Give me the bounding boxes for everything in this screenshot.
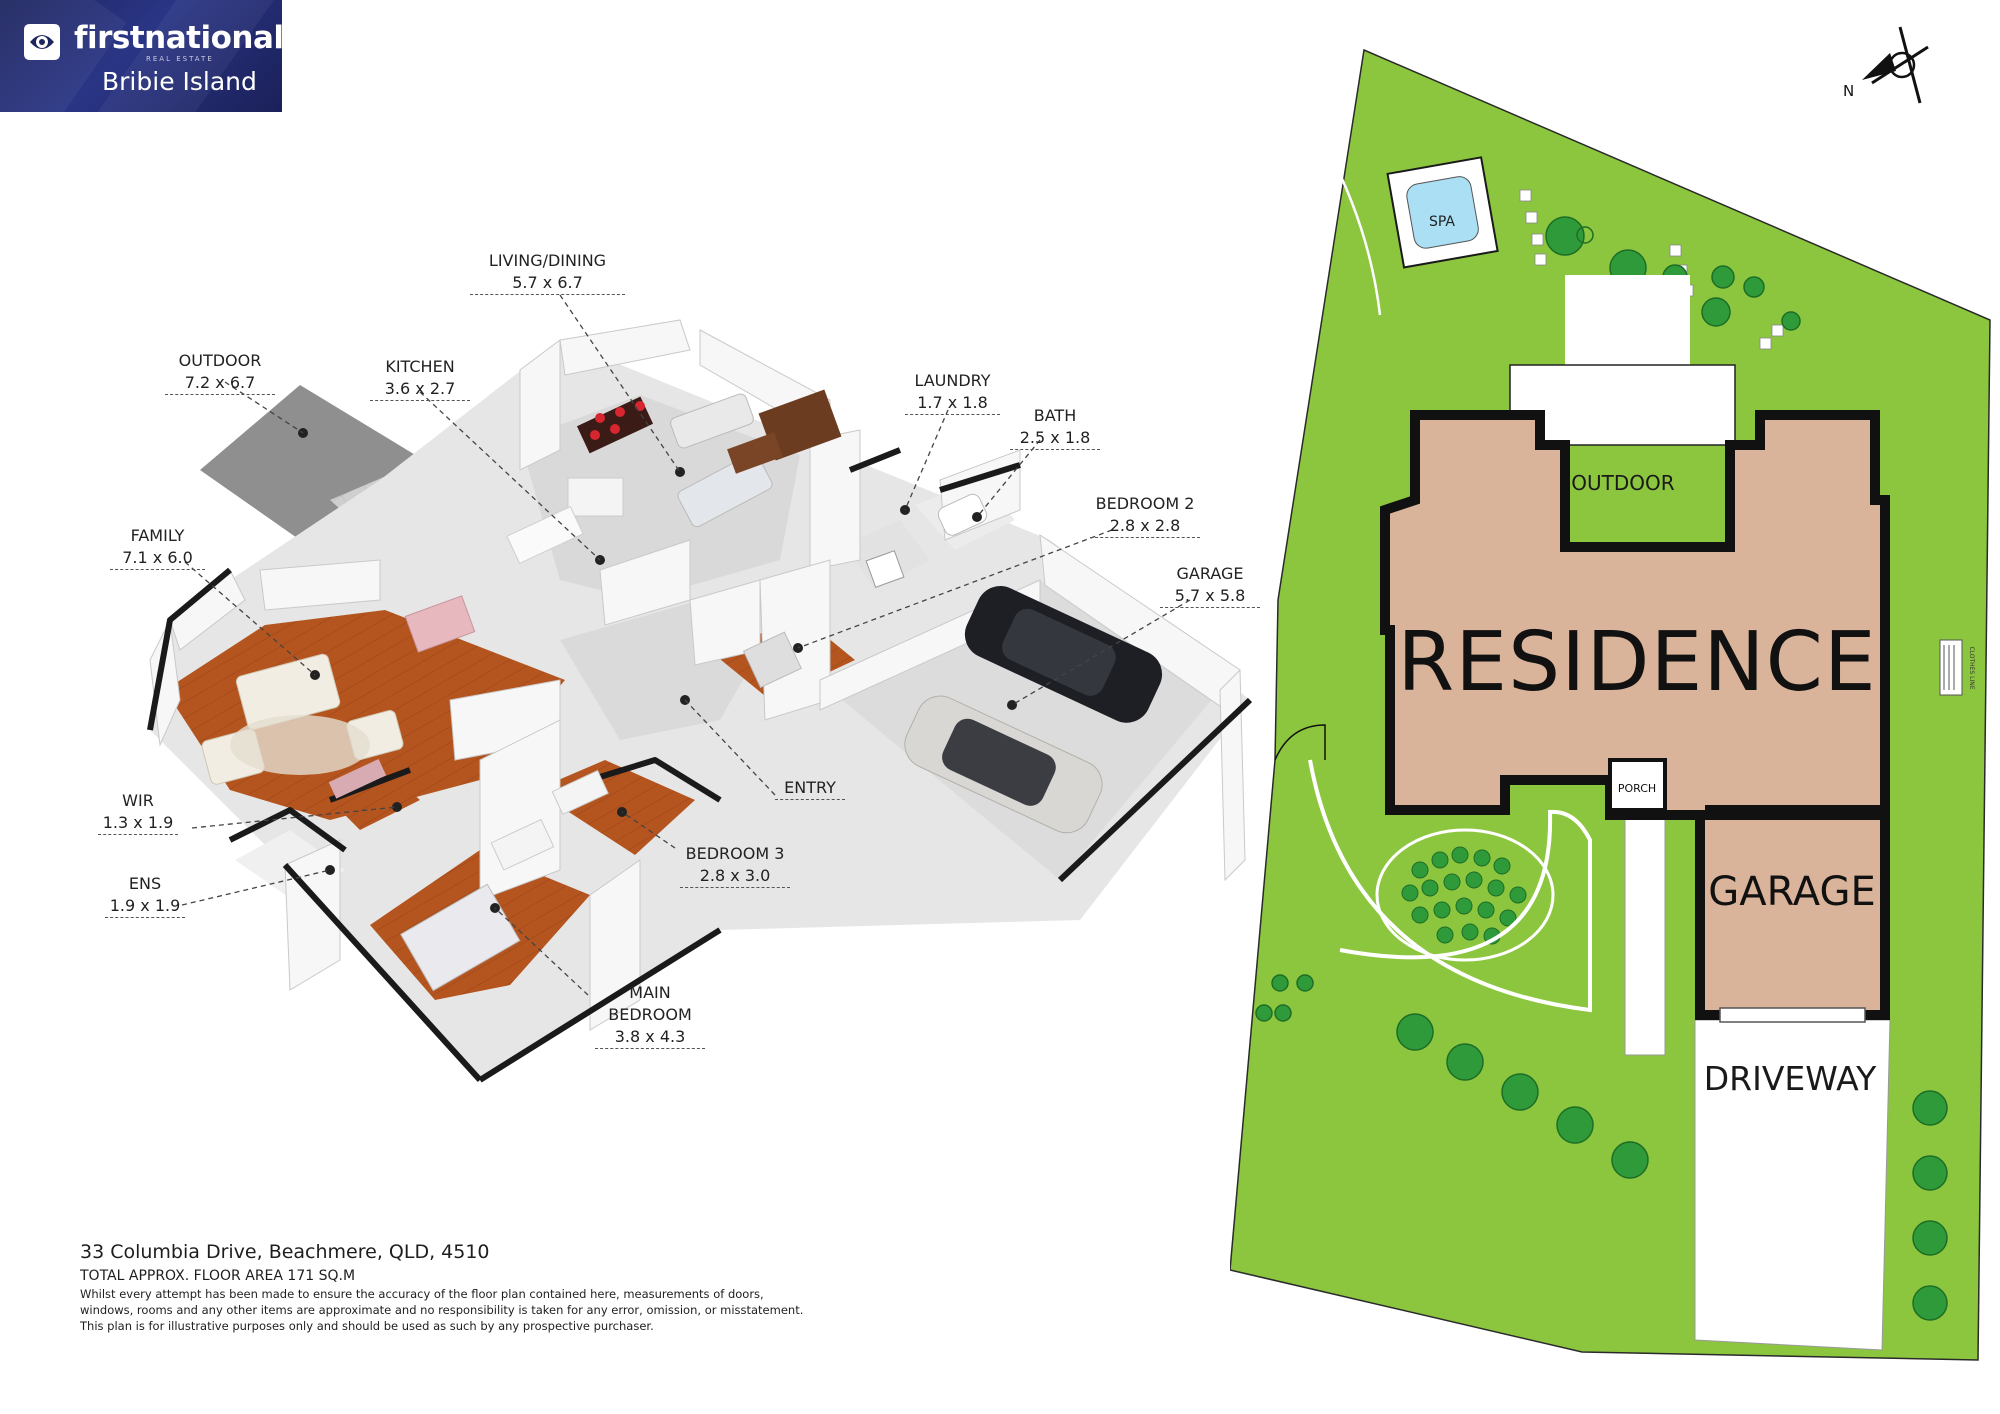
- disclaimer-line-1: Whilst every attempt has been made to en…: [80, 1287, 764, 1301]
- family-sofa: [201, 653, 404, 785]
- compass-icon: [1862, 26, 1929, 104]
- walls: [149, 319, 1246, 1031]
- footer: 33 Columbia Drive, Beachmere, QLD, 4510 …: [80, 1240, 880, 1334]
- brand-name: firstnational: [74, 20, 282, 56]
- bedroom2-desk: [742, 631, 802, 689]
- driveway-label: DRIVEWAY: [1704, 1059, 1877, 1098]
- porch-label: PORCH: [1618, 782, 1656, 795]
- site-plan: SPA DRIVEWAY OUTDOOR RESIDENCE: [1230, 26, 1991, 1361]
- family-rug: [230, 715, 370, 775]
- main-bed: [400, 883, 521, 992]
- garage-door: [1719, 1007, 1866, 1023]
- floor-area: TOTAL APPROX. FLOOR AREA 171 SQ.M: [80, 1268, 356, 1284]
- wall-edges: [147, 447, 1253, 1083]
- bedroom3-desk: [551, 769, 609, 816]
- floorplan-3d: [147, 294, 1253, 1083]
- side-gate: [1274, 724, 1326, 761]
- property-address: 33 Columbia Drive, Beachmere, QLD, 4510: [80, 1241, 490, 1263]
- car-black: [964, 586, 1163, 723]
- bath-tub: [937, 493, 988, 536]
- car-silver: [904, 695, 1103, 834]
- laundry-machine: [865, 550, 905, 588]
- garden-shrubs: [1401, 846, 1527, 945]
- site-outdoor-label: OUTDOOR: [1571, 471, 1674, 495]
- clothes-line-label: CLOTHES LINE: [1968, 646, 1975, 689]
- brand-sub: REAL ESTATE: [146, 55, 214, 63]
- trees: [1255, 216, 1948, 1321]
- pink-dresser: [404, 595, 476, 653]
- main-desk: [490, 818, 555, 871]
- disclaimer-line-2: windows, rooms and any other items are a…: [80, 1303, 804, 1317]
- porch: [1608, 758, 1667, 812]
- label-entry: ENTRY: [775, 777, 845, 800]
- site-garage-label: GARAGE: [1708, 869, 1875, 915]
- wir-shelf: [328, 759, 387, 799]
- outdoor-area: [1509, 364, 1736, 446]
- spa-path: [1326, 149, 1382, 316]
- kitchen-bench: [506, 505, 584, 565]
- residence-outline: [1380, 410, 1890, 820]
- rear-path: [1565, 275, 1690, 365]
- brand-office: Bribie Island: [102, 67, 257, 96]
- spa-label: SPA: [1429, 214, 1455, 230]
- brand-logo: firstnational REAL ESTATE Bribie Island: [0, 0, 282, 112]
- spa-water: [1406, 176, 1479, 249]
- compass-north: N: [1843, 82, 1854, 100]
- leader-lines: [181, 294, 1191, 996]
- clothes-line: [1939, 639, 1963, 696]
- porch-path: [1624, 784, 1666, 1056]
- site-garage: [1695, 810, 1890, 1020]
- residence-label: RESIDENCE: [1397, 615, 1876, 710]
- firstnational-logo-icon: [24, 24, 60, 60]
- living-furniture: [567, 389, 842, 528]
- garden-path: [1308, 759, 1592, 1013]
- disclaimer-line-3: This plan is for illustrative purposes o…: [80, 1319, 654, 1333]
